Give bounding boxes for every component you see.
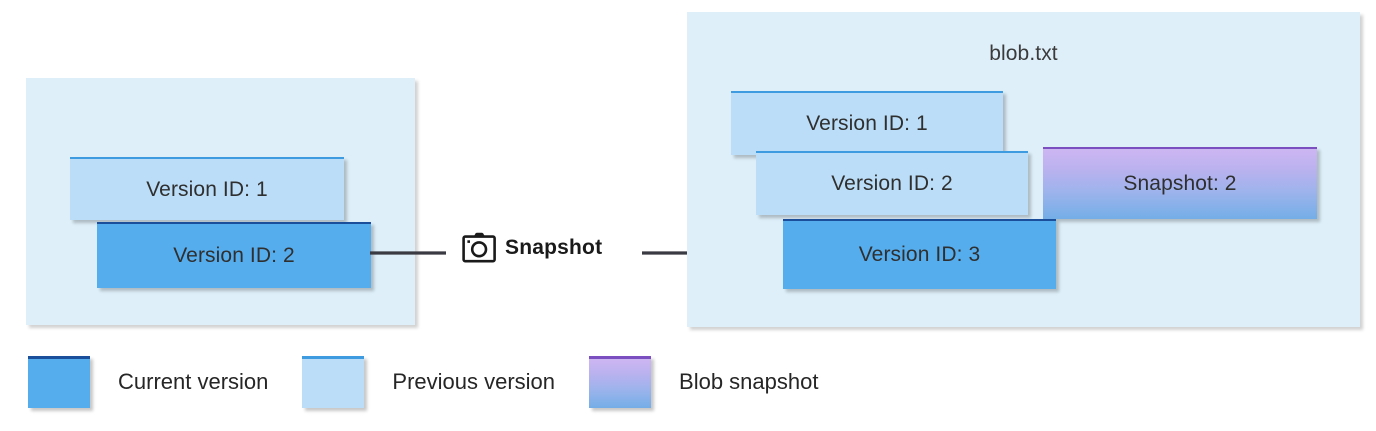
legend-item-blob-snapshot: Blob snapshot [589, 356, 818, 408]
legend-swatch-current-version [28, 356, 90, 408]
version-box-right-2: Version ID: 2 [756, 151, 1028, 215]
version-box-label: Version ID: 2 [831, 172, 953, 195]
version-box-left-2: Version ID: 2 [97, 222, 371, 288]
version-box-label: Version ID: 1 [806, 112, 928, 135]
blob-title-right: blob.txt [989, 42, 1058, 65]
snapshot-box-right: Snapshot: 2 [1043, 147, 1317, 219]
legend-item-previous-version: Previous version [302, 356, 555, 408]
legend-label-blob-snapshot: Blob snapshot [679, 369, 819, 394]
camera-icon [462, 232, 496, 263]
legend-label-previous-version: Previous version [392, 369, 556, 394]
version-box-label: Version ID: 3 [858, 243, 981, 266]
snapshot-marker: Snapshot [462, 232, 602, 263]
snapshot-box-label: Snapshot: 2 [1123, 172, 1237, 195]
version-box-label: Version ID: 2 [173, 244, 295, 267]
version-box-label: Version ID: 1 [146, 177, 268, 201]
version-box-right-1: Version ID: 1 [731, 91, 1003, 155]
legend-swatch-previous-version [302, 356, 365, 408]
snapshot-label: Snapshot [505, 235, 603, 259]
legend-swatch-blob-snapshot [589, 356, 652, 408]
version-box-left-1: Version ID: 1 [70, 157, 344, 220]
legend-label-current-version: Current version [118, 369, 269, 394]
legend-item-current-version: Current version [28, 356, 268, 408]
legend: Current version Previous version Blob sn… [28, 356, 818, 408]
version-box-right-3: Version ID: 3 [783, 219, 1056, 289]
